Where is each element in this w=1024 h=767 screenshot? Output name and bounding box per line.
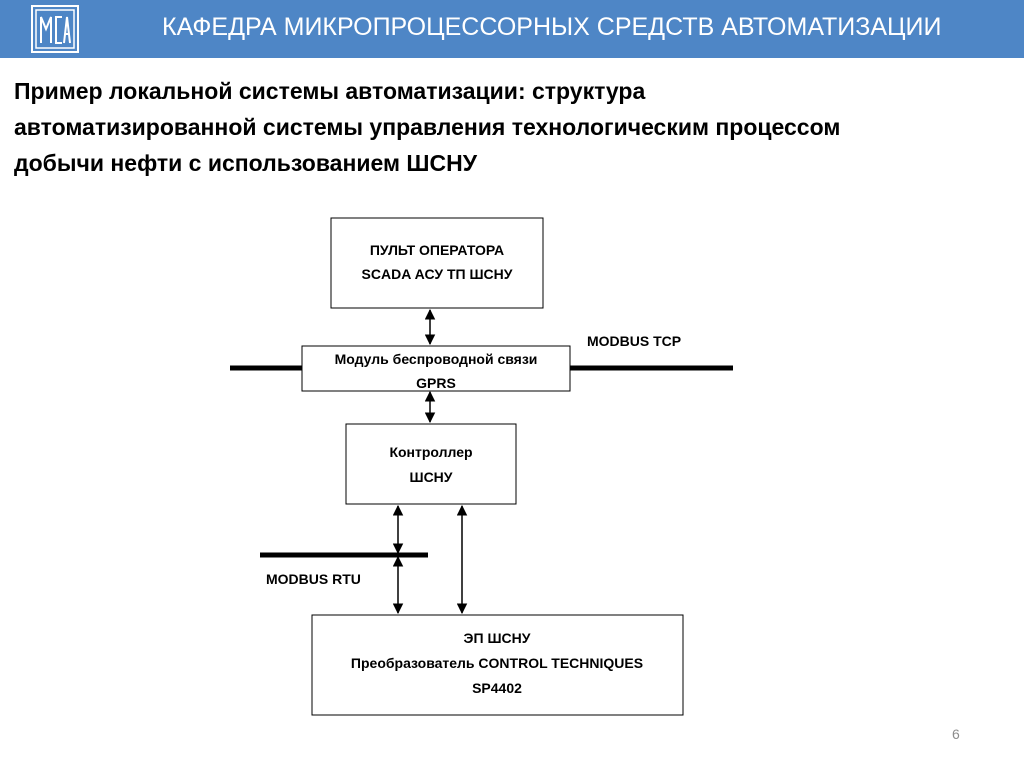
drive-line-3: SP4402 bbox=[472, 680, 522, 696]
gprs-module-box bbox=[301, 345, 571, 392]
slide-title: Пример локальной системы автоматизации: … bbox=[14, 73, 1014, 181]
slide-title-line: автоматизированной системы управления те… bbox=[14, 114, 841, 140]
controller-line-1: Контроллер bbox=[389, 444, 472, 460]
slide-title-line: Пример локальной системы автоматизации: … bbox=[14, 78, 646, 104]
department-title: КАФЕДРА МИКРОПРОЦЕССОРНЫХ СРЕДСТВ АВТОМА… bbox=[162, 13, 942, 41]
operator-panel-line-2: SCADA АСУ ТП ШСНУ bbox=[362, 266, 513, 282]
gprs-module-line-1: Модуль беспроводной связи bbox=[335, 351, 538, 367]
modbus-rtu-label: MODBUS RTU bbox=[266, 571, 361, 587]
operator-panel-line-1: ПУЛЬТ ОПЕРАТОРА bbox=[370, 242, 504, 258]
modbus-tcp-label: MODBUS TCP bbox=[587, 333, 681, 349]
header-bar: КАФЕДРА МИКРОПРОЦЕССОРНЫХ СРЕДСТВ АВТОМА… bbox=[0, 0, 1024, 58]
msa-logo-icon bbox=[31, 5, 79, 53]
operator-panel-box bbox=[330, 217, 544, 309]
page-number: 6 bbox=[952, 726, 960, 742]
drive-line-2: Преобразователь CONTROL TECHNIQUES bbox=[351, 655, 643, 671]
slide-title-line: добычи нефти с использованием ШСНУ bbox=[14, 150, 478, 176]
gprs-module-line-2: GPRS bbox=[416, 375, 456, 391]
drive-line-1: ЭП ШСНУ bbox=[464, 630, 531, 646]
drive-box bbox=[311, 614, 684, 716]
controller-line-2: ШСНУ bbox=[410, 469, 453, 485]
controller-box bbox=[345, 423, 517, 505]
